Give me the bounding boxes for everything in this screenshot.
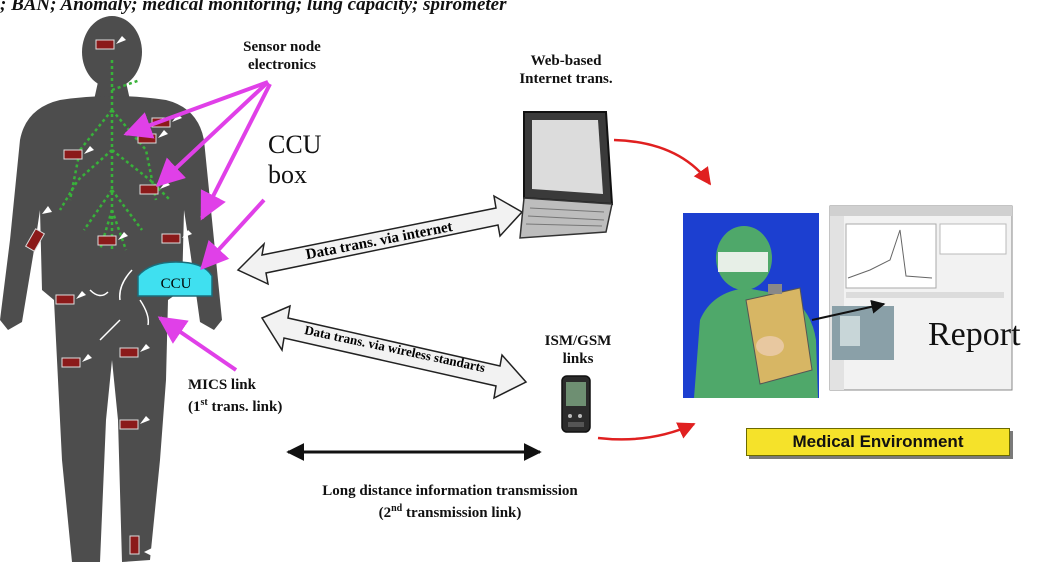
ccu-device [137, 261, 213, 297]
ccu-box-label: CCU box [268, 130, 321, 190]
medical-environment-badge: Medical Environment [746, 428, 1010, 456]
first-trans-suffix: trans. link) [207, 399, 283, 415]
mics-link-label-line1: MICS link [188, 377, 256, 393]
second-trans-suffix: transmission link) [402, 505, 522, 521]
sensor-node-label: Sensor node electronics [222, 38, 342, 74]
sensor-node [63, 146, 94, 160]
long-distance-label-line1: Long distance information transmission [322, 483, 578, 499]
red-transfer-arrows [597, 138, 712, 441]
sensor-node [97, 232, 128, 246]
sensor-node [55, 291, 86, 305]
wireless-double-arrow [260, 304, 528, 400]
first-trans-link-label: (1st trans. link) [188, 394, 328, 416]
sensor-node-label-line1: Sensor node [243, 39, 321, 55]
sensor-node [119, 344, 150, 358]
internet-arrow-label: Data trans. via internet [305, 219, 454, 263]
ism-gsm-label-line1: ISM/GSM [544, 333, 612, 349]
sensor-node [61, 354, 92, 368]
second-trans-link-label: (2nd transmission link) [250, 500, 650, 522]
sensor-node [95, 36, 126, 50]
sensor-node [161, 230, 192, 244]
ccu-box-label-line1: CCU [268, 130, 322, 159]
ism-gsm-label: ISM/GSM links [528, 332, 628, 368]
sensor-node [119, 416, 150, 430]
pda-icon [561, 375, 591, 433]
ccu-box-label-line2: box [268, 160, 307, 189]
ccu-label: CCU [161, 276, 192, 292]
ism-gsm-label-line2: links [562, 351, 594, 367]
report-pointer-arrow [811, 299, 886, 321]
caption: ; BAN; Anomaly; medical monitoring; lung… [0, 0, 507, 15]
human-body-figure [0, 16, 222, 562]
sensor-node [24, 206, 52, 252]
second-trans-sup: nd [391, 503, 403, 514]
web-based-label-line2: Internet trans. [519, 71, 613, 87]
web-based-label: Web-based Internet trans. [498, 52, 634, 88]
mics-link-label: MICS link (1st trans. link) [188, 376, 328, 416]
sensor-node-label-line2: electronics [247, 57, 317, 73]
doctor-image [683, 213, 819, 398]
report-label: Report [928, 316, 1021, 353]
first-trans-prefix: (1 [188, 399, 201, 415]
laptop-icon [519, 111, 614, 239]
report-screenshot [829, 205, 1013, 391]
second-trans-prefix: (2 [378, 505, 392, 521]
sensor-pointer-arrows [123, 80, 272, 372]
sensor-node [129, 535, 152, 556]
long-distance-label: Long distance information transmission (… [250, 482, 650, 522]
web-based-label-line1: Web-based [530, 53, 602, 69]
first-trans-sup: st [200, 397, 208, 408]
